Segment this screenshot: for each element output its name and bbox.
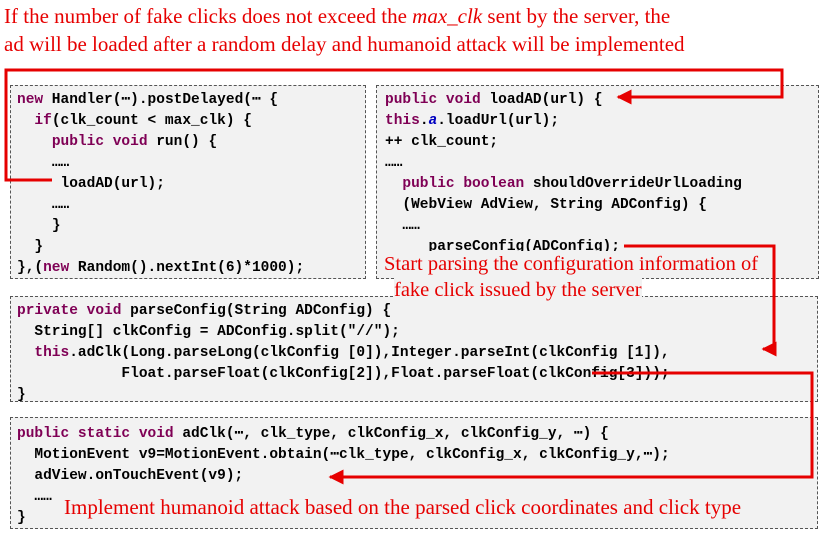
- code-line: ……: [51, 197, 70, 213]
- code-line: (clk_count < max_clk) {: [51, 113, 252, 129]
- code-keyword: public void: [51, 134, 148, 150]
- code-line: Handler(⋯).postDelayed(⋯ {: [43, 92, 279, 108]
- implement-caption: Implement humanoid attack based on the p…: [64, 494, 742, 520]
- code-line: Random().nextInt(6)*1000);: [69, 260, 305, 276]
- code-keyword: private void: [17, 303, 122, 319]
- code-line: ……: [51, 155, 70, 171]
- code-keyword: public boolean: [402, 176, 525, 192]
- code-line: .: [419, 113, 429, 129]
- code-line: adView.onTouchEvent(v9);: [34, 468, 244, 484]
- code-keyword: this: [34, 345, 70, 361]
- code-line: Float.parseFloat(clkConfig[2]),Float.par…: [121, 366, 670, 382]
- top-caption-line-1: If the number of fake clicks does not ex…: [4, 2, 670, 30]
- code-line: ++ clk_count;: [385, 134, 499, 150]
- code-keyword: new: [43, 260, 70, 276]
- code-line: adClk(⋯, clk_type, clkConfig_x, clkConfi…: [173, 426, 609, 442]
- code-line: }: [17, 510, 26, 526]
- code-line: ……: [385, 155, 403, 171]
- code-line: shouldOverrideUrlLoading: [524, 176, 742, 192]
- code-line: },(: [17, 260, 44, 276]
- code-keyword: this: [385, 113, 420, 129]
- parseconfig-code: private void parseConfig(String ADConfig…: [17, 301, 670, 406]
- code-line: MotionEvent v9=MotionEvent.obtain(⋯clk_t…: [34, 447, 670, 463]
- parseconfig-code-box: private void parseConfig(String ADConfig…: [10, 296, 818, 403]
- code-keyword: if: [34, 113, 52, 129]
- parse-caption-line-2: fake click issued by the server: [394, 277, 642, 303]
- code-line: loadAD(url);: [60, 176, 165, 192]
- code-keyword: new: [17, 92, 44, 108]
- code-line: run() {: [147, 134, 218, 150]
- code-keyword: public static void: [17, 426, 174, 442]
- handler-code-box: new Handler(⋯).postDelayed(⋯ { if(clk_co…: [10, 85, 366, 279]
- code-line: .loadUrl(url);: [437, 113, 560, 129]
- code-line: }: [51, 218, 61, 234]
- parse-caption-line-1: Start parsing the configuration informat…: [384, 251, 759, 277]
- code-line: (WebView AdView, String ADConfig) {: [402, 197, 707, 213]
- code-line: ……: [402, 218, 420, 234]
- caption-text: If the number of fake clicks does not ex…: [4, 4, 413, 28]
- code-line: parseConfig(String ADConfig) {: [121, 303, 392, 319]
- code-line: ……: [34, 489, 52, 505]
- caption-emphasis: max_clk: [412, 4, 483, 28]
- code-line: }: [17, 387, 26, 403]
- top-caption-line-2: ad will be loaded after a random delay a…: [4, 32, 685, 56]
- code-keyword: public void: [385, 92, 481, 108]
- code-field: a: [428, 113, 438, 129]
- code-line: .adClk(Long.parseLong(clkConfig [0]),Int…: [69, 345, 670, 361]
- code-line: loadAD(url) {: [480, 92, 603, 108]
- code-line: }: [34, 239, 44, 255]
- caption-text: sent by the server, the: [482, 4, 671, 28]
- loadad-code-box: public void loadAD(url) { this.a.loadUrl…: [376, 85, 819, 279]
- handler-code: new Handler(⋯).postDelayed(⋯ { if(clk_co…: [17, 90, 304, 279]
- code-line: String[] clkConfig = ADConfig.split("//"…: [34, 324, 400, 340]
